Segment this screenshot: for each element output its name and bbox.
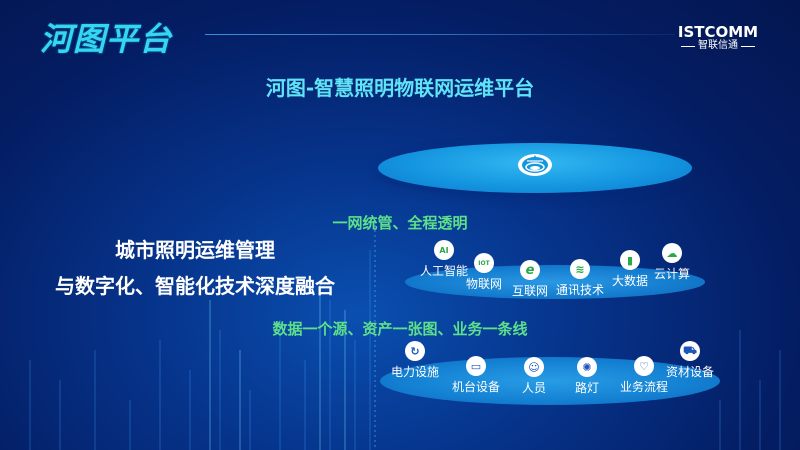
asset-label: 资材设备 xyxy=(666,365,715,379)
logo-dash-right xyxy=(741,45,755,47)
middle-platform-disc xyxy=(405,265,705,299)
asset-item-power-facility: ↻ 电力设施 xyxy=(391,341,439,380)
internet-e-icon: e xyxy=(520,260,540,280)
logo-chinese-row: 智联信通 xyxy=(676,40,760,52)
logo-chinese: 智联信通 xyxy=(698,40,738,51)
logo-dash-left xyxy=(681,45,695,47)
iot-icon: IOT xyxy=(474,253,494,273)
asset-item-business-process: ♡ 业务流程 xyxy=(620,356,668,395)
tech-item-cloud: ☁ 云计算 xyxy=(654,243,690,282)
tech-label: 大数据 xyxy=(612,274,649,288)
platform-logo-icon xyxy=(518,154,552,176)
left-text-line1: 城市照明运维管理 xyxy=(115,238,275,262)
tech-label: 人工智能 xyxy=(420,264,469,278)
asset-label: 路灯 xyxy=(575,381,600,395)
asset-label: 电力设施 xyxy=(391,365,440,379)
middle-slogan: 一网统管、全程透明 xyxy=(332,214,468,232)
power-facility-icon: ↻ xyxy=(405,341,425,361)
page-subtitle: 河图-智慧照明物联网运维平台 xyxy=(265,76,535,100)
logo-english: ISTCOMM xyxy=(677,23,759,41)
asset-label: 业务流程 xyxy=(620,380,669,394)
tech-label: 云计算 xyxy=(654,267,691,281)
header-divider xyxy=(205,34,675,35)
ai-chip-icon: AI xyxy=(434,240,454,260)
tech-item-ai: AI 人工智能 xyxy=(420,240,468,279)
asset-label: 机台设备 xyxy=(452,380,501,394)
asset-item-materials: ⛟ 资材设备 xyxy=(666,341,714,380)
asset-item-street-light: ✺ 路灯 xyxy=(575,357,599,396)
worker-icon: ☺ xyxy=(524,357,544,377)
tech-label: 互联网 xyxy=(512,284,549,298)
truck-icon: ⛟ xyxy=(680,341,700,361)
tech-item-communication: ≋ 通讯技术 xyxy=(556,259,604,298)
brand-title: 河图平台 xyxy=(40,20,173,58)
tech-label: 通讯技术 xyxy=(556,283,605,297)
bottom-slogan: 数据一个源、资产一张图、业务一条线 xyxy=(272,320,528,338)
laptop-device-icon: ▭ xyxy=(466,356,486,376)
cloud-icon: ☁ xyxy=(662,243,682,263)
tech-label: 物联网 xyxy=(466,277,503,291)
asset-item-machine: ▭ 机台设备 xyxy=(452,356,500,395)
bar-chart-icon: ▮ xyxy=(620,250,640,270)
heart-process-icon: ♡ xyxy=(634,356,654,376)
bottom-platform-disc xyxy=(380,357,720,405)
asset-item-personnel: ☺ 人员 xyxy=(522,357,546,396)
tech-item-internet: e 互联网 xyxy=(512,260,548,299)
tech-item-iot: IOT 物联网 xyxy=(466,253,502,292)
asset-label: 人员 xyxy=(522,381,547,395)
company-logo: ISTCOMM 智联信通 xyxy=(676,24,760,52)
tech-item-bigdata: ▮ 大数据 xyxy=(612,250,648,289)
left-text-line2: 与数字化、智能化技术深度融合 xyxy=(55,274,335,298)
street-light-icon: ✺ xyxy=(577,357,597,377)
communication-icon: ≋ xyxy=(570,259,590,279)
